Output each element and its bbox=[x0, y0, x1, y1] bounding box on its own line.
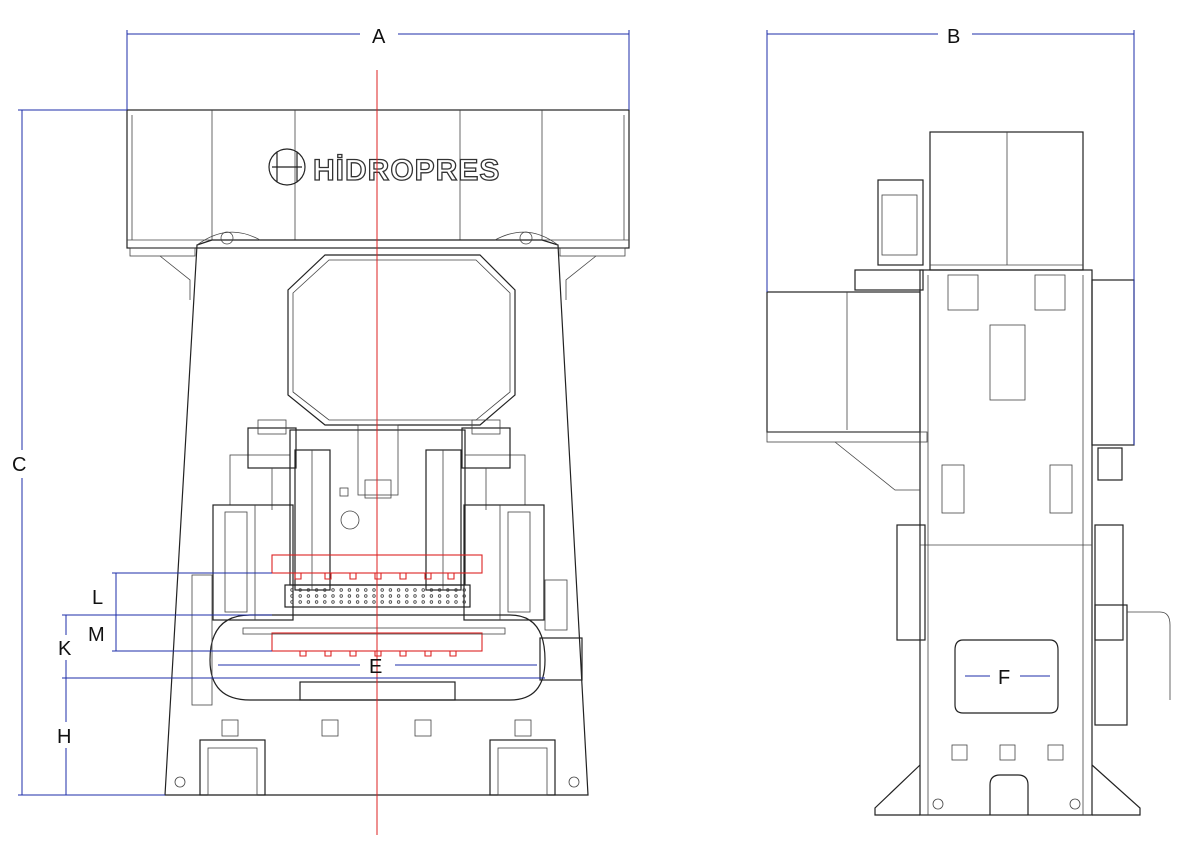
bolster-hole bbox=[437, 600, 442, 604]
bolster-hole bbox=[347, 594, 352, 598]
bolster-hole bbox=[454, 594, 458, 598]
bolster-hole bbox=[290, 594, 294, 598]
bolster-hole bbox=[314, 588, 319, 592]
bolster-hole bbox=[306, 600, 311, 604]
bolster-hole bbox=[372, 588, 376, 592]
bolster-hole bbox=[429, 588, 434, 592]
bolster-hole bbox=[380, 600, 384, 604]
bolster-hole bbox=[421, 588, 425, 592]
bolster-hole bbox=[372, 594, 376, 598]
bolster-hole bbox=[331, 594, 335, 598]
bolster-hole bbox=[405, 600, 409, 604]
die-space bbox=[209, 614, 546, 701]
bolster-hole bbox=[462, 594, 466, 598]
bolster-hole bbox=[405, 594, 409, 598]
bolster-hole bbox=[429, 600, 434, 604]
bolster-hole bbox=[446, 600, 450, 604]
bolster-hole bbox=[339, 588, 343, 592]
bolster-hole bbox=[298, 588, 302, 592]
bolster-hole bbox=[437, 588, 442, 592]
bolster-hole bbox=[364, 600, 368, 604]
bolster-hole bbox=[314, 594, 319, 598]
bolster-hole bbox=[446, 594, 450, 598]
bolster-hole bbox=[355, 588, 360, 592]
bolster-hole bbox=[355, 594, 360, 598]
bolster-hole bbox=[331, 588, 335, 592]
bolster-hole bbox=[331, 600, 335, 604]
bolster-hole bbox=[388, 588, 393, 592]
bolster-hole bbox=[314, 600, 319, 604]
bolster-hole bbox=[347, 588, 352, 592]
dimension-label-a: A bbox=[372, 26, 386, 48]
bolster-hole bbox=[306, 594, 311, 598]
bolster-hole bbox=[323, 600, 327, 604]
dimension-label-f: F bbox=[998, 667, 1010, 689]
bolster-hole bbox=[421, 594, 425, 598]
bolster-hole bbox=[454, 600, 458, 604]
bolster-hole bbox=[437, 594, 442, 598]
bolster-hole bbox=[413, 594, 417, 598]
bolster-hole bbox=[298, 594, 302, 598]
bolster-hole bbox=[429, 594, 434, 598]
frame-window bbox=[287, 254, 516, 426]
bolster-hole bbox=[323, 588, 327, 592]
dimension-label-c: C bbox=[12, 454, 26, 476]
brand-name: HİDROPRES bbox=[313, 154, 500, 187]
bolster-hole bbox=[347, 600, 352, 604]
bolster-hole bbox=[388, 600, 393, 604]
bolster-hole bbox=[396, 600, 401, 604]
bolster-hole bbox=[454, 588, 458, 592]
bolster-hole bbox=[290, 600, 294, 604]
bolster-hole bbox=[446, 588, 450, 592]
bolster-hole bbox=[388, 594, 393, 598]
dimension-lines bbox=[18, 30, 1135, 796]
bolster-hole bbox=[290, 588, 294, 592]
brand-logo: HİDROPRES bbox=[268, 148, 500, 188]
side-view bbox=[766, 131, 1171, 816]
bolster-hole bbox=[380, 588, 384, 592]
dimension-label-b: B bbox=[947, 26, 960, 48]
bolster-hole bbox=[355, 600, 360, 604]
bolster-hole bbox=[364, 594, 368, 598]
bolster-hole bbox=[306, 588, 311, 592]
bolster-hole bbox=[298, 600, 302, 604]
dimension-label-l: L bbox=[92, 587, 103, 609]
bolster-hole bbox=[364, 588, 368, 592]
bolster-hole bbox=[421, 600, 425, 604]
front-view: HİDROPRES bbox=[126, 70, 630, 835]
bolster-hole bbox=[323, 594, 327, 598]
side-opening bbox=[954, 639, 1059, 714]
top-unit bbox=[126, 109, 630, 249]
bolster-hole bbox=[339, 594, 343, 598]
bolster-hole bbox=[372, 600, 376, 604]
bolster-hole bbox=[405, 588, 409, 592]
bolster-hole bbox=[462, 600, 466, 604]
dimension-label-k: K bbox=[58, 638, 72, 660]
bolster-hole bbox=[413, 588, 417, 592]
bolster-hole bbox=[339, 600, 343, 604]
bolster-hole bbox=[396, 594, 401, 598]
dimension-label-m: M bbox=[88, 624, 105, 646]
side-frame bbox=[919, 269, 1093, 816]
bolster-hole bbox=[380, 594, 384, 598]
dimension-label-e: E bbox=[369, 656, 382, 678]
dimension-label-h: H bbox=[57, 726, 71, 748]
bolster-hole bbox=[413, 600, 417, 604]
bolster-hole bbox=[396, 588, 401, 592]
bolster-hole bbox=[462, 588, 466, 592]
